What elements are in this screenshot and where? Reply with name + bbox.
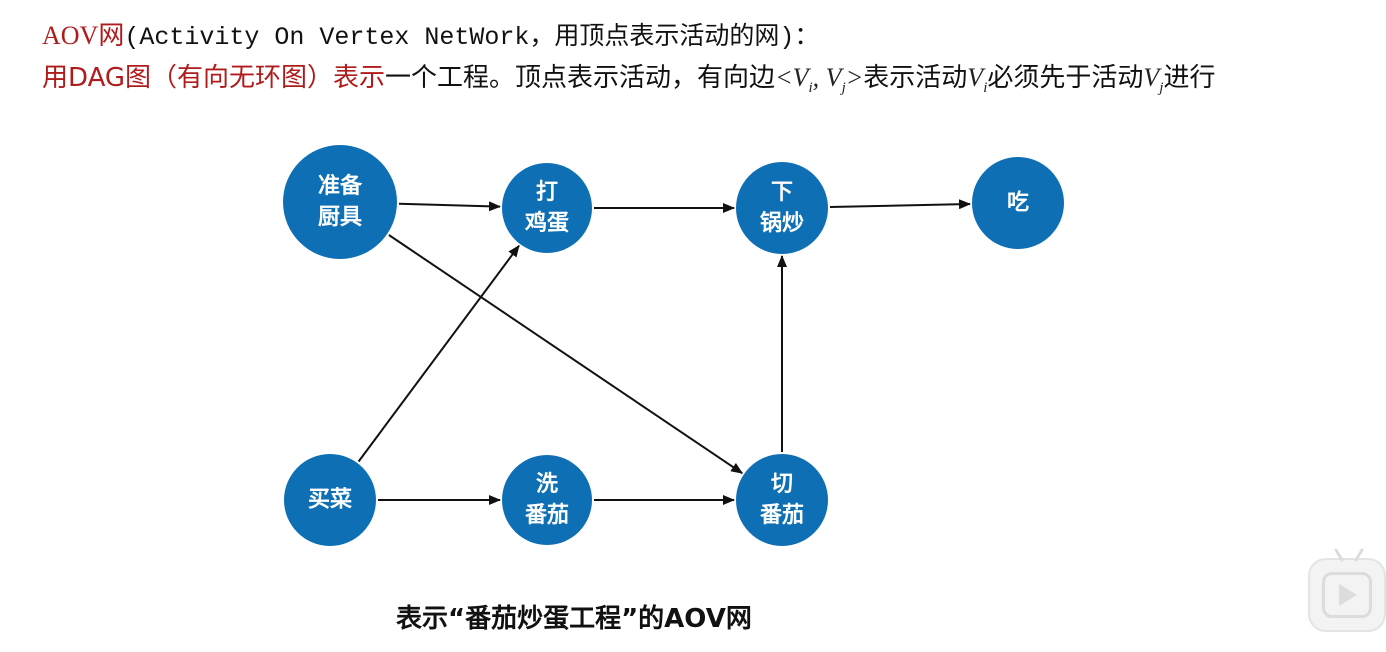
description-text-2: 表示活动 (863, 63, 968, 93)
node-label: 吃 (1007, 190, 1029, 216)
node-label: 鸡蛋 (524, 210, 569, 236)
node-wash: 洗番茄 (502, 455, 592, 545)
description-line: 用DAG图（有向无环图）表示一个工程。顶点表示活动，有向边<Vi, Vj>表示活… (42, 60, 1215, 106)
edge-prep-to-egg (398, 201, 501, 212)
edge-fry-to-eat (829, 199, 971, 210)
node-circle (502, 163, 592, 253)
bilibili-play-icon[interactable] (1308, 548, 1386, 632)
description-text-4: 进行 (1163, 63, 1216, 93)
node-circle (972, 157, 1064, 249)
play-triangle-icon (1339, 584, 1357, 606)
node-label: 洗 (536, 472, 558, 497)
edge-prep-to-cut (388, 234, 744, 475)
node-circle (736, 162, 828, 254)
edge-buy-to-egg (357, 244, 520, 463)
node-label: 买菜 (308, 488, 352, 513)
node-circle (284, 454, 376, 546)
description-text-1: 一个工程。顶点表示活动，有向边 (385, 63, 776, 93)
node-eat: 吃 (972, 157, 1064, 249)
vj-symbol: Vj (1143, 63, 1164, 97)
aov-term: AOV网 (42, 21, 125, 50)
vi-symbol: Vi (967, 63, 988, 97)
tv-ears-icon (1334, 548, 1364, 562)
node-circle (502, 455, 592, 545)
diagram-caption: 表示“番茄炒蛋工程”的AOV网 (396, 604, 752, 634)
node-label: 切 (771, 472, 793, 497)
description-text-3: 必须先于活动 (987, 63, 1144, 93)
node-buy: 买菜 (284, 454, 376, 546)
node-circle (283, 145, 397, 259)
node-label: 番茄 (759, 503, 804, 528)
dag-highlight: 用DAG图（有向无环图）表示 (42, 63, 386, 93)
node-egg: 打鸡蛋 (502, 163, 592, 253)
heading-line: AOV网(Activity On Vertex NetWork，用顶点表示活动的… (42, 18, 819, 56)
node-fry: 下锅炒 (736, 162, 828, 254)
node-cut: 切番茄 (736, 454, 828, 546)
edge-notation: <Vi, Vj> (775, 63, 864, 97)
node-circle (736, 454, 828, 546)
node-label: 厨具 (318, 205, 362, 230)
node-label: 打 (536, 180, 558, 205)
aov-definition: (Activity On Vertex NetWork，用顶点表示活动的网)： (124, 23, 820, 52)
node-label: 准备 (318, 173, 363, 199)
node-label: 锅炒 (760, 210, 804, 236)
tv-screen-icon (1322, 572, 1372, 618)
node-label: 下 (771, 180, 793, 205)
edges-layer (357, 199, 971, 505)
node-label: 番茄 (524, 503, 569, 528)
